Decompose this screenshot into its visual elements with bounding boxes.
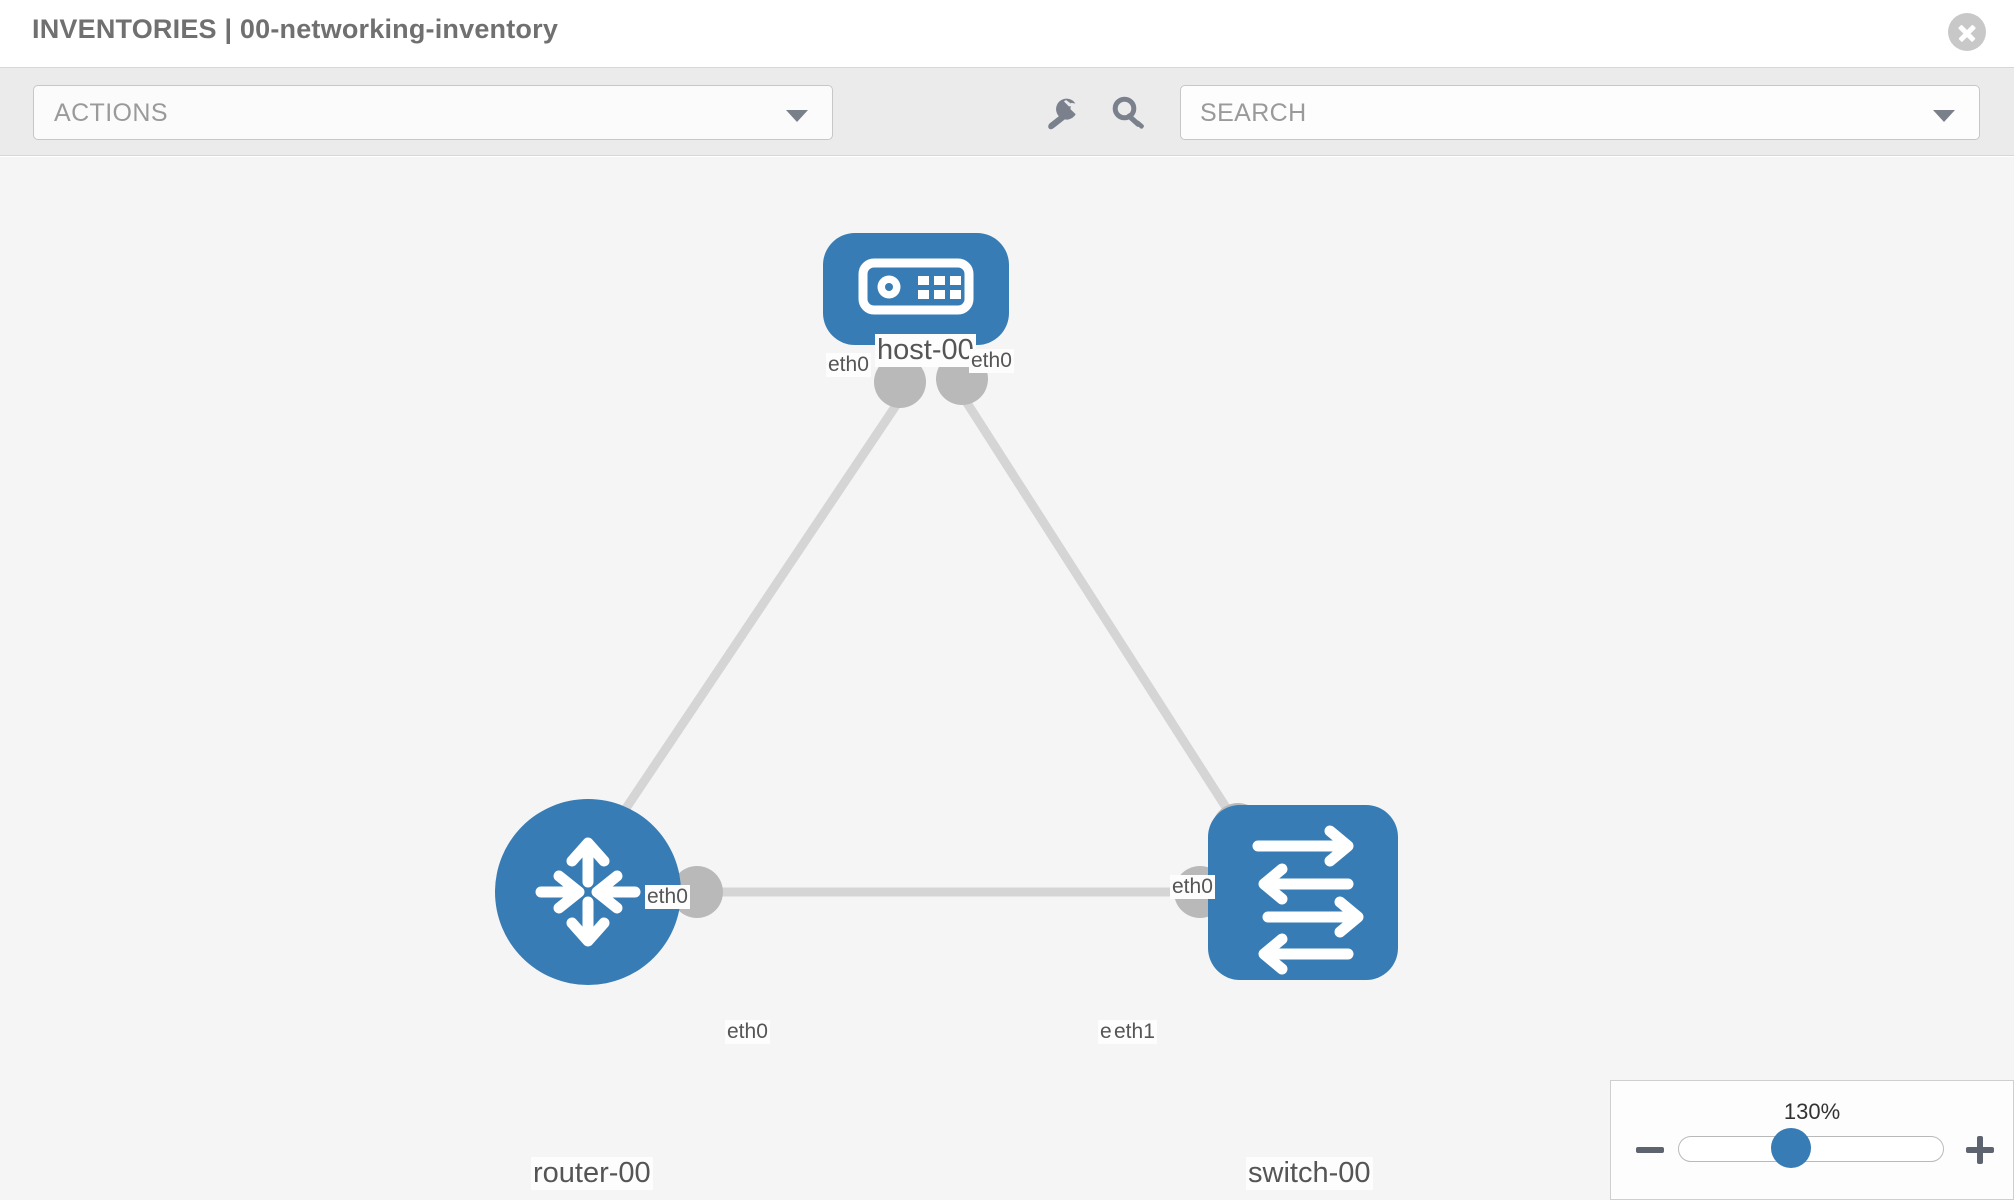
topology-canvas[interactable]: host-00 router-00 switch-00 eth0 eth0 et… [0, 157, 2014, 1200]
iface-label-router00-up: eth0 [645, 885, 690, 909]
node-label-router-00: router-00 [531, 1157, 653, 1190]
zoom-percent-label: 130% [1783, 1099, 1841, 1124]
zoom-slider-handle[interactable] [1771, 1128, 1811, 1168]
endpoint-host00-left[interactable] [874, 356, 926, 408]
link-host00-router00[interactable] [596, 389, 909, 850]
iface-label-host00-left: eth0 [826, 353, 871, 377]
node-host-00[interactable] [823, 233, 1009, 345]
topology-endpoints [671, 353, 1264, 918]
node-label-host-00: host-00 [875, 334, 976, 367]
toolbar: ACTIONS SEARCH [0, 68, 2014, 156]
search-placeholder: SEARCH [1200, 99, 1307, 127]
zoom-in-button[interactable] [1963, 1133, 1997, 1167]
plus-icon-vertical [1977, 1136, 1983, 1164]
search-input[interactable]: SEARCH [1180, 85, 1980, 140]
page-title: INVENTORIES | 00-networking-inventory [32, 14, 559, 44]
close-icon[interactable] [1948, 13, 1986, 51]
zoom-slider-track[interactable] [1678, 1136, 1944, 1162]
node-router-00[interactable] [495, 799, 681, 985]
switch-icon [1252, 825, 1364, 975]
chevron-down-icon [786, 110, 808, 122]
iface-label-host00-right: eth0 [969, 349, 1014, 373]
iface-label-switch00-left: eth1 [1112, 1020, 1157, 1044]
node-switch-00[interactable] [1208, 805, 1398, 980]
zoom-out-button[interactable] [1633, 1133, 1667, 1167]
actions-dropdown[interactable]: ACTIONS [33, 85, 833, 140]
actions-dropdown-label: ACTIONS [54, 99, 168, 127]
server-icon [858, 258, 974, 315]
minus-icon [1636, 1147, 1664, 1153]
wrench-icon[interactable] [1043, 94, 1083, 134]
key-icon[interactable] [1110, 94, 1150, 134]
iface-label-switch00-up: eth0 [1170, 875, 1215, 899]
topology-links [596, 389, 1249, 897]
chevron-down-icon[interactable] [1933, 110, 1955, 122]
link-host00-switch00[interactable] [956, 389, 1249, 840]
topology-graph[interactable] [0, 157, 2014, 1200]
title-bar: INVENTORIES | 00-networking-inventory [0, 0, 2014, 68]
router-icon [535, 837, 641, 947]
zoom-control-panel: 130% [1610, 1080, 2014, 1200]
node-label-switch-00: switch-00 [1246, 1157, 1373, 1190]
iface-label-router00-right: eth0 [725, 1020, 770, 1044]
